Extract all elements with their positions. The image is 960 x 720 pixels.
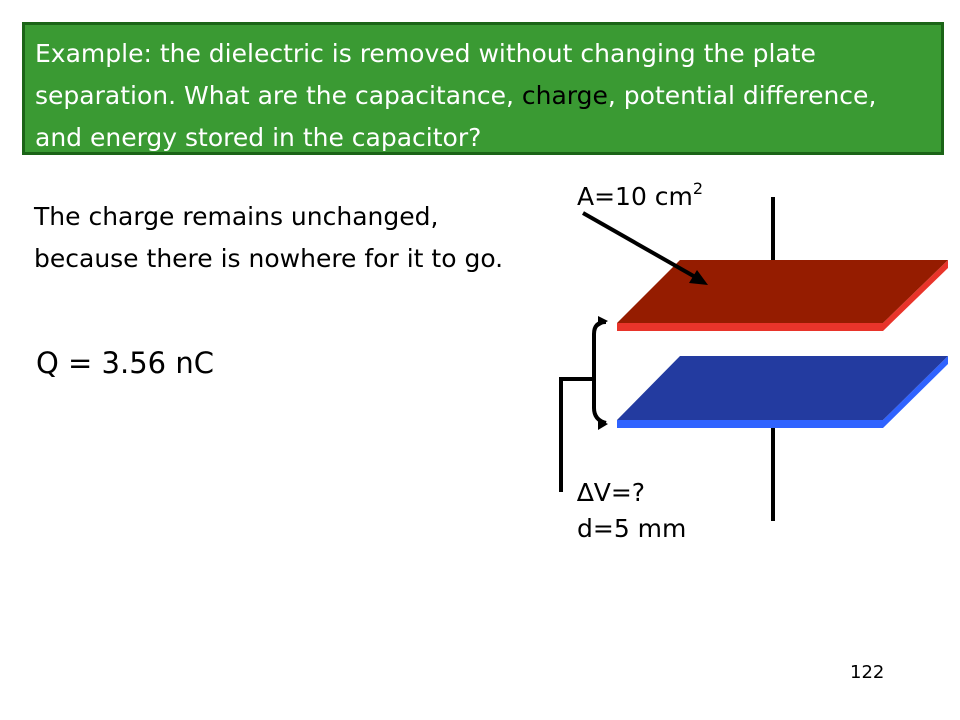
- question-text-start: Example: the dielectric is removed witho…: [35, 39, 816, 110]
- charge-equation: Q = 3.56 nC: [36, 346, 214, 380]
- bracket-arrowhead-bottom: [598, 419, 608, 430]
- separation-bracket: [592, 320, 607, 425]
- separation-label: d=5 mm: [577, 514, 687, 543]
- bottom-plate-edge: [617, 356, 948, 428]
- bracket-arrowhead-top: [598, 316, 608, 327]
- top-plate-edge: [617, 260, 948, 331]
- question-banner: Example: the dielectric is removed witho…: [22, 22, 944, 155]
- question-text-end: , potential difference, and energy store…: [35, 81, 877, 152]
- area-exponent: 2: [692, 179, 704, 198]
- area-label: A=10 cm2: [577, 181, 703, 213]
- voltage-label: ∆V=?: [577, 478, 646, 507]
- bottom-plate: [617, 356, 948, 420]
- voltage-leader-line: [559, 377, 594, 492]
- area-pointer-arrowhead: [689, 270, 708, 285]
- area-label-text: A=10 cm: [577, 182, 693, 211]
- explanation-text: The charge remains unchanged, because th…: [34, 202, 504, 273]
- question-highlight: charge: [521, 81, 608, 110]
- page-number: 122: [850, 662, 885, 683]
- area-pointer-arrow: [582, 211, 698, 280]
